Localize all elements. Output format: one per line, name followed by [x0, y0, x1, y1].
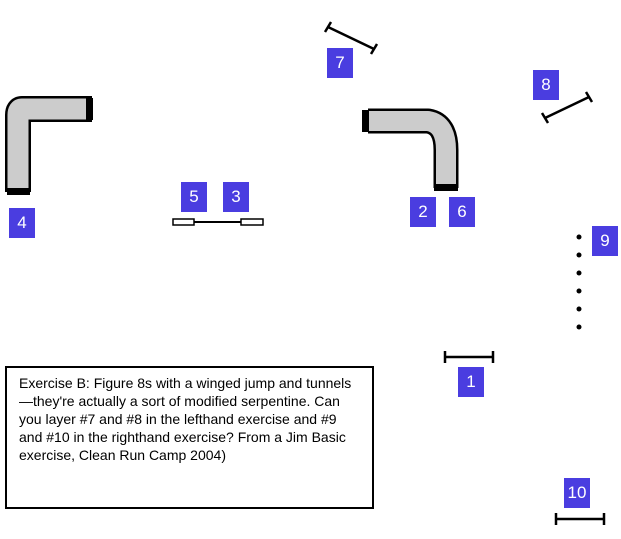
obstacle-number-9: 9 [592, 226, 618, 256]
obstacle-number-4: 4 [9, 208, 35, 238]
obstacle-number-7: 7 [327, 48, 353, 78]
tunnel-icon [5, 96, 93, 195]
weave-poles-icon [576, 234, 582, 330]
obstacle-number-3: 3 [223, 182, 249, 212]
jump-bar-icon [540, 91, 594, 124]
obstacle-number-8: 8 [533, 70, 559, 100]
obstacle-number-5: 5 [181, 182, 207, 212]
winged-jump-icon [172, 218, 264, 226]
jump-bar-icon [323, 21, 379, 55]
jump-bar-icon [554, 513, 606, 525]
tunnel-icon [362, 108, 459, 191]
exercise-caption: Exercise B: Figure 8s with a winged jump… [5, 366, 374, 509]
jump-bar-icon [443, 351, 495, 363]
obstacle-number-1: 1 [458, 367, 484, 397]
obstacle-number-10: 10 [564, 478, 590, 508]
obstacle-number-6: 6 [449, 197, 475, 227]
obstacle-number-2: 2 [410, 197, 436, 227]
